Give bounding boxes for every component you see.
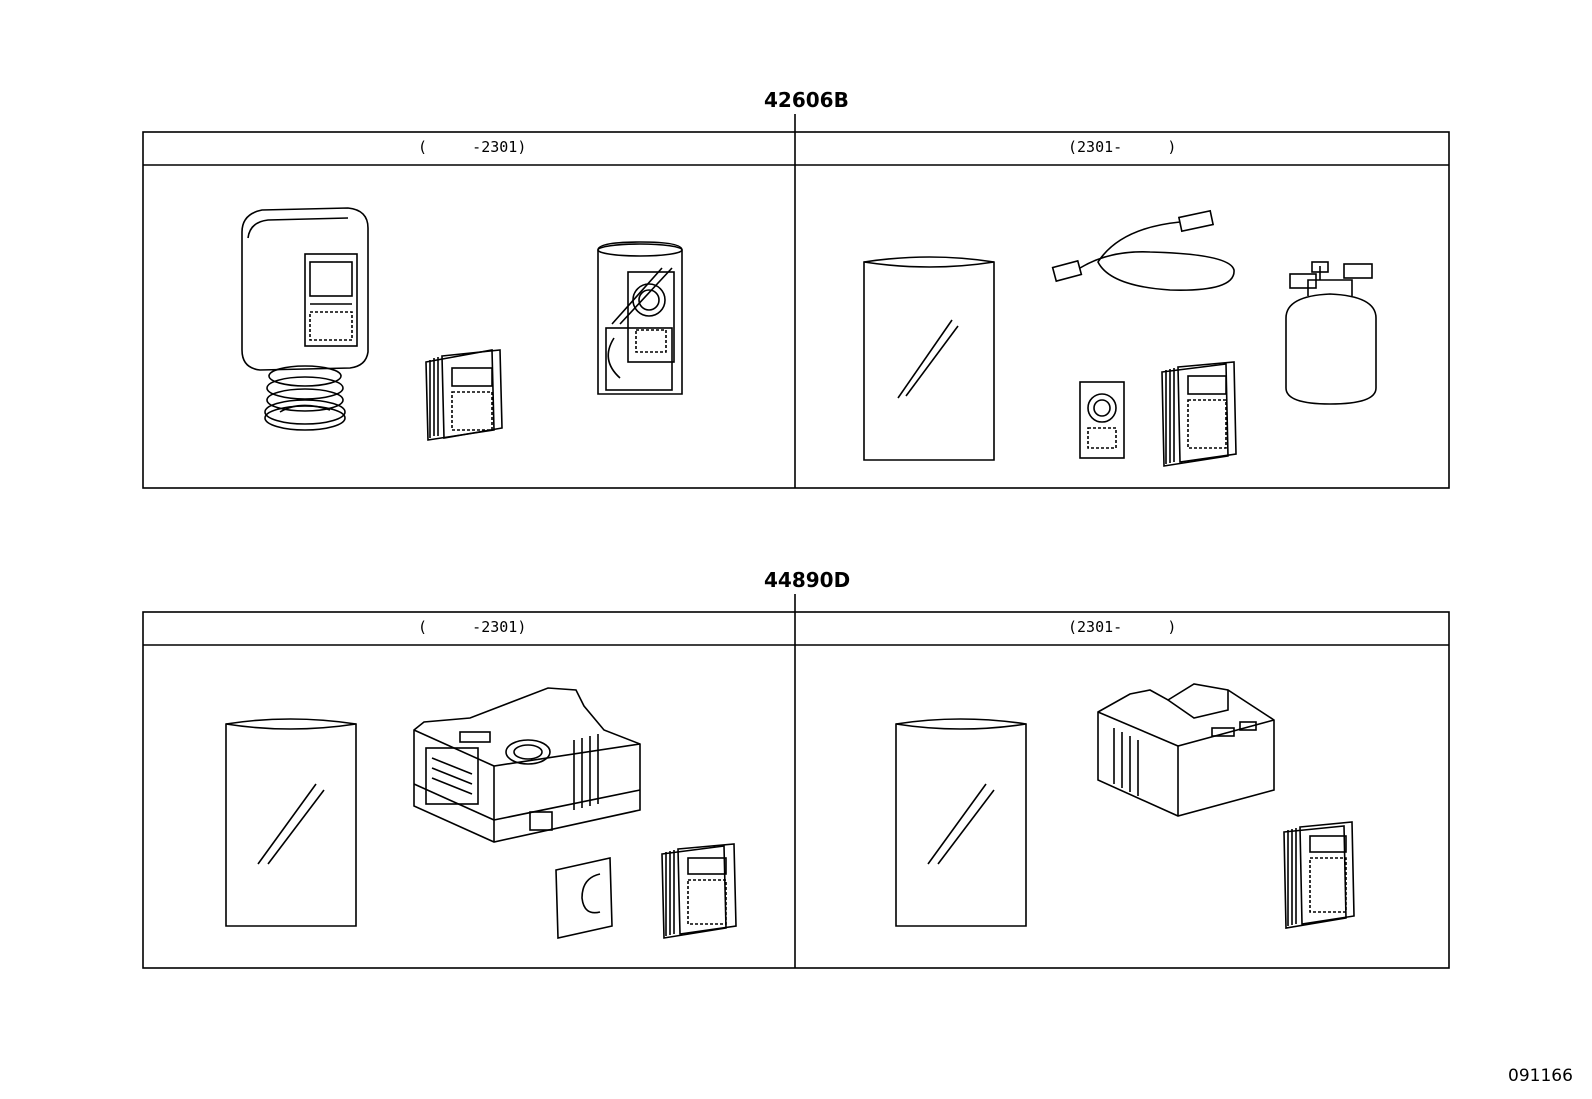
label-card-icon xyxy=(1079,381,1125,459)
sealant-can-label-icon xyxy=(597,241,683,395)
group2-right-period: (2301- ) xyxy=(1068,618,1177,636)
sticker-icon xyxy=(555,857,613,939)
group2-part-number: 44890D xyxy=(764,568,851,592)
group1-right-period: (2301- ) xyxy=(1068,138,1177,156)
sealant-bottle-icon xyxy=(895,718,1027,927)
compressor-box-icon xyxy=(413,687,641,843)
sealant-tank-icon xyxy=(1285,261,1377,405)
group1-part-number: 42606B xyxy=(764,88,849,112)
group2-left-period: ( -2301) xyxy=(418,618,527,636)
compressor-unit-icon xyxy=(241,207,369,431)
group1-left-period: ( -2301) xyxy=(418,138,527,156)
sealant-bottle-icon xyxy=(863,256,995,461)
group2-frame xyxy=(142,594,1450,969)
compact-compressor-icon xyxy=(1097,683,1275,817)
illustration-reference: 091166 xyxy=(1508,1066,1573,1086)
group1-frame xyxy=(142,114,1450,489)
hose-icon xyxy=(1051,209,1235,291)
manual-booklet-icon xyxy=(425,349,503,441)
manual-booklet-icon xyxy=(1283,821,1355,929)
sealant-bottle-icon xyxy=(225,718,357,927)
manual-booklet-icon xyxy=(661,843,737,939)
manual-booklet-icon xyxy=(1161,361,1237,467)
